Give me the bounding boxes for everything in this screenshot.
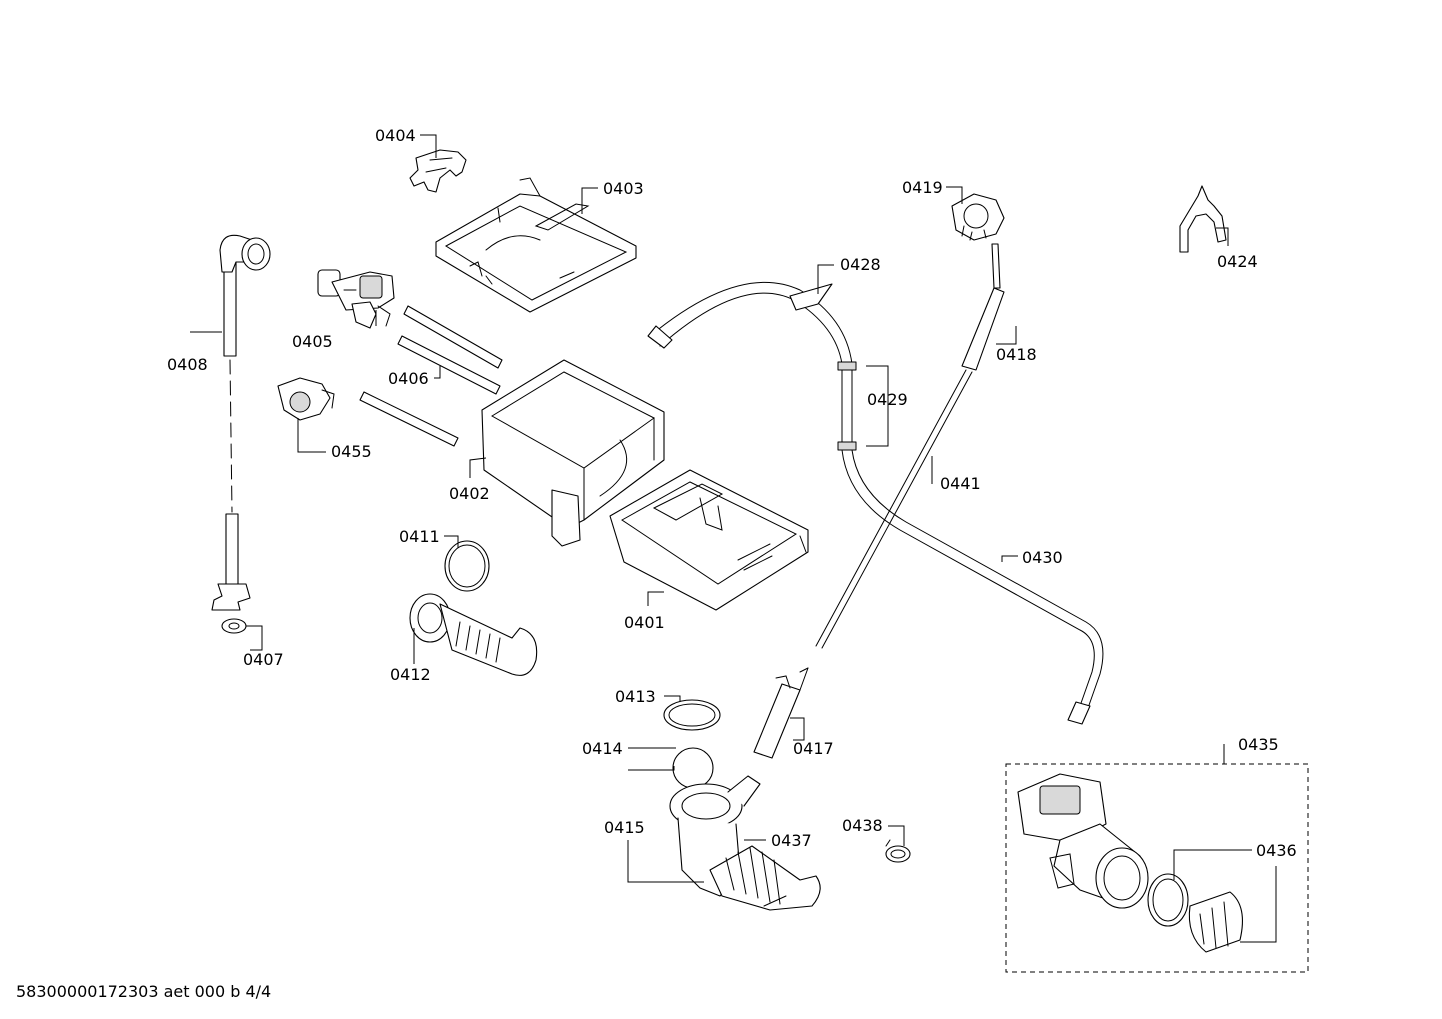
part-0413-drawing — [663, 699, 721, 731]
part-0403-drawing — [435, 177, 637, 313]
part-0404-drawing — [409, 149, 467, 193]
label-0428: 0428 — [840, 255, 881, 274]
label-0412: 0412 — [390, 665, 431, 684]
label-0438: 0438 — [842, 816, 883, 835]
label-0415: 0415 — [604, 818, 645, 837]
document-number: 58300000172303 aet 000 b 4/4 — [16, 982, 271, 1001]
part-0411-drawing — [444, 540, 490, 592]
part-labels: 0404 0403 0419 0424 0428 0418 0408 0405 … — [167, 126, 1297, 860]
label-0401: 0401 — [624, 613, 665, 632]
label-0414: 0414 — [582, 739, 623, 758]
part-0428-drawing — [647, 281, 853, 365]
part-0430-drawing — [841, 449, 1104, 725]
label-0405: 0405 — [292, 332, 333, 351]
part-0424-drawing — [1179, 185, 1227, 253]
part-0441-drawing — [815, 369, 973, 649]
label-0419: 0419 — [902, 178, 943, 197]
part-0429-drawing — [837, 361, 857, 451]
label-0406: 0406 — [388, 369, 429, 388]
label-0441: 0441 — [940, 474, 981, 493]
part-0406-drawing — [359, 305, 503, 447]
part-0417-drawing — [753, 667, 809, 759]
label-0437: 0437 — [771, 831, 812, 850]
label-0402: 0402 — [449, 484, 490, 503]
part-0436-drawing — [1147, 873, 1243, 953]
label-0430: 0430 — [1022, 548, 1063, 567]
part-0407-drawing — [211, 513, 251, 634]
part-0414-drawing — [672, 747, 714, 789]
label-0411: 0411 — [399, 527, 440, 546]
part-0412-drawing — [409, 593, 538, 676]
label-0424: 0424 — [1217, 252, 1258, 271]
part-0402-drawing — [481, 359, 665, 547]
label-0404: 0404 — [375, 126, 416, 145]
part-0455-drawing — [277, 377, 335, 421]
label-0435: 0435 — [1238, 735, 1279, 754]
label-0429: 0429 — [867, 390, 908, 409]
part-0405-drawing — [317, 269, 395, 329]
part-0438-drawing — [885, 839, 911, 863]
part-0437-drawing — [709, 845, 821, 911]
label-0455: 0455 — [331, 442, 372, 461]
part-0418-drawing — [961, 243, 1005, 371]
part-0401-drawing — [609, 469, 809, 611]
label-0436: 0436 — [1256, 841, 1297, 860]
part-0408-drawing — [219, 234, 271, 513]
label-0403: 0403 — [603, 179, 644, 198]
label-0418: 0418 — [996, 345, 1037, 364]
part-0419-drawing — [951, 193, 1005, 241]
leader-lines — [190, 134, 1277, 943]
label-0407: 0407 — [243, 650, 284, 669]
label-0417: 0417 — [793, 739, 834, 758]
label-0408: 0408 — [167, 355, 208, 374]
label-0413: 0413 — [615, 687, 656, 706]
part-0435-drawing — [1005, 763, 1309, 973]
